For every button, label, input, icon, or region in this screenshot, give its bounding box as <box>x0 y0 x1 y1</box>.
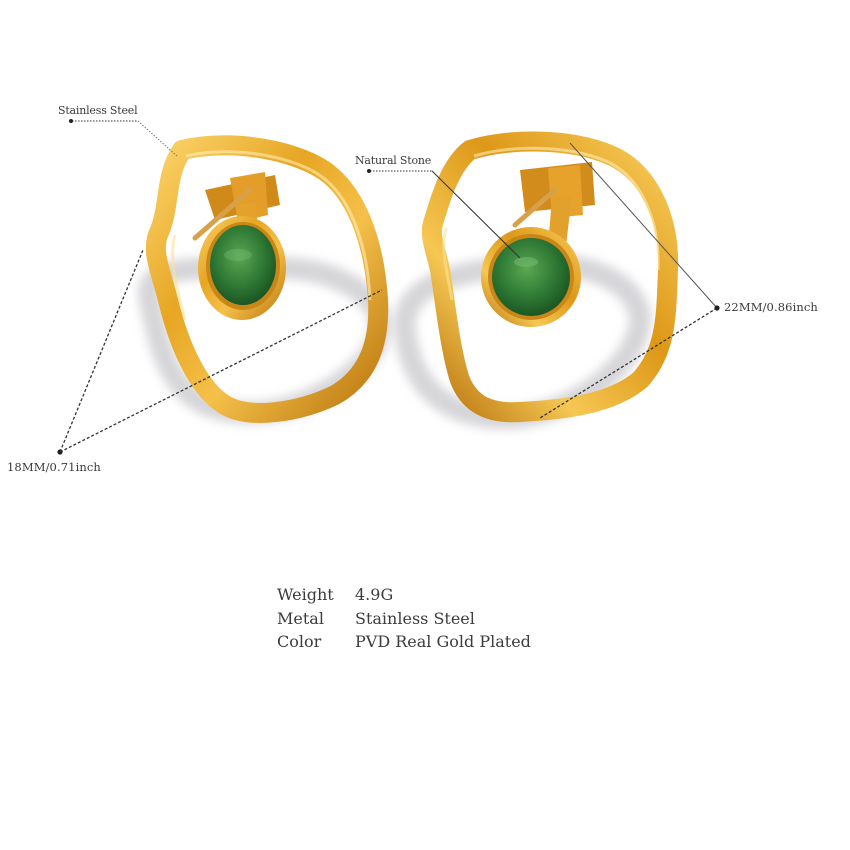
label-natural-stone: Natural Stone <box>355 154 432 167</box>
spec-value: PVD Real Gold Plated <box>355 632 531 651</box>
label-width-dimension: 18MM/0.71inch <box>7 460 101 474</box>
spec-table: Weight 4.9G Metal Stainless Steel Color … <box>277 583 531 654</box>
spec-key: Color <box>277 632 322 651</box>
label-stainless-steel: Stainless Steel <box>58 104 138 117</box>
spec-row-weight: Weight 4.9G <box>277 583 531 607</box>
label-height-dimension: 22MM/0.86inch <box>724 300 818 314</box>
spec-key: Metal <box>277 608 324 628</box>
spec-value: 4.9G <box>355 585 394 604</box>
left-earring <box>138 135 392 424</box>
right-earring <box>393 131 679 430</box>
spec-value: Stainless Steel <box>355 608 475 628</box>
annotation-lines <box>57 119 720 455</box>
spec-row-color: Color PVD Real Gold Plated <box>277 630 531 654</box>
spec-key: Weight <box>277 585 334 604</box>
spec-row-metal: Metal Stainless Steel <box>277 607 531 631</box>
